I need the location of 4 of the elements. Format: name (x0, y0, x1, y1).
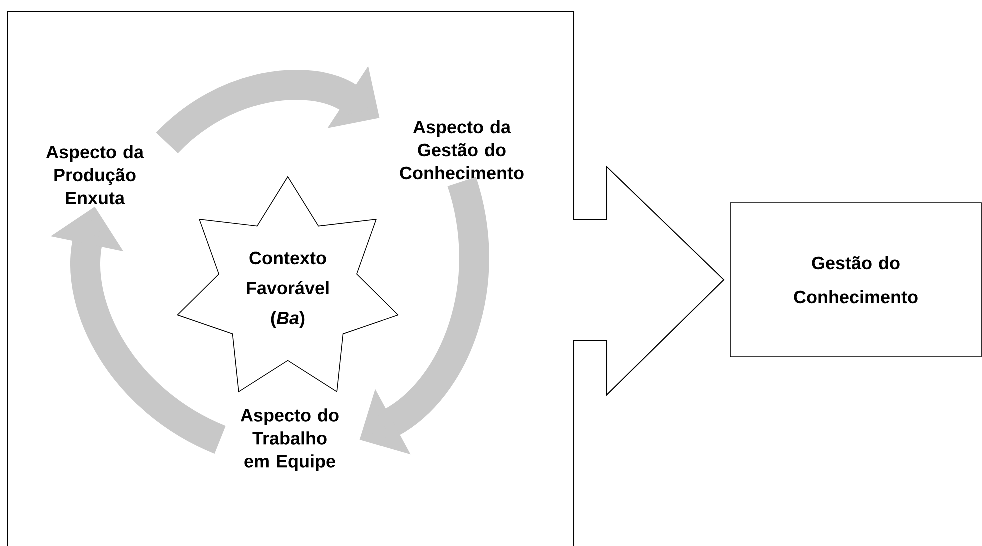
process-box: Gestão do Conhecimento (730, 202, 982, 358)
aspect-label: Aspecto da Produção Enxuta (46, 145, 144, 205)
aspect-label: Aspecto da Gestão do Conhecimento (400, 120, 524, 180)
aspect-label: Aspecto do Trabalho em Equipe (240, 408, 339, 472)
